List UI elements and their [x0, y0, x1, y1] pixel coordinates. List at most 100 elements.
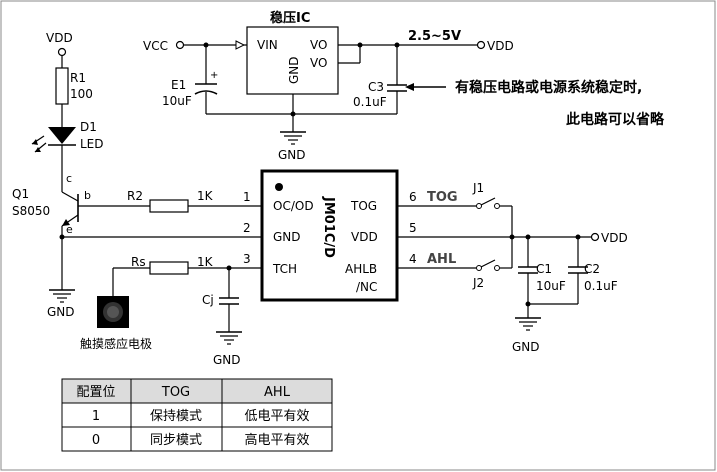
table-row1-tog: 保持模式	[150, 409, 202, 424]
j1-label: J1	[472, 181, 484, 195]
chip-part: JM01C/D	[321, 196, 336, 258]
q1-pin-c: c	[66, 172, 72, 185]
note-line2: 此电路可以省略	[566, 111, 665, 128]
r1-name: R1	[70, 71, 86, 85]
q1-pin-e: e	[66, 223, 73, 236]
j2-contact-b	[494, 265, 500, 271]
pin-num-4: 4	[409, 252, 417, 266]
c1-value: 10uF	[536, 279, 566, 293]
r2-value: 1K	[197, 189, 214, 203]
gnd-right-label: GND	[512, 340, 540, 354]
chip-pin-vdd: VDD	[351, 230, 378, 244]
j1-contact-b	[494, 203, 500, 209]
regulator-title: 稳压IC	[270, 10, 310, 26]
chip-pin-tch: TCH	[272, 262, 297, 276]
r2-name: R2	[127, 189, 143, 203]
table-row2-bit: 0	[92, 433, 100, 448]
chip-pin-nc: /NC	[356, 280, 377, 294]
table-row1-ahl: 低电平有效	[244, 409, 309, 424]
chip-pin-tog: TOG	[350, 199, 377, 213]
q1-emitter-arrow	[62, 219, 70, 226]
regulator-gnd: GND	[287, 56, 301, 84]
gnd-q1-label: GND	[47, 305, 75, 319]
chip-pin-ahlb: AHLB	[345, 262, 377, 276]
jm01-chip	[260, 169, 399, 302]
junction-c-gnd	[525, 301, 531, 307]
vdd-top-terminal	[57, 47, 67, 57]
table-header-ahl: AHL	[264, 385, 291, 400]
vin-arrow	[235, 40, 246, 50]
voltage-range: 2.5~5V	[408, 29, 461, 44]
c3-name: C3	[368, 80, 384, 94]
j2-contact-a	[476, 265, 482, 271]
e1-plus: +	[210, 70, 218, 81]
pad-label: 触摸感应电极	[80, 336, 152, 351]
regulator-vo1: VO	[310, 38, 327, 52]
vcc-terminal	[175, 40, 185, 50]
j1-contact-a	[476, 203, 482, 209]
rs-name: Rs	[131, 255, 146, 269]
r2-resistor	[149, 199, 189, 213]
vdd-out-terminal	[476, 40, 486, 50]
j2-label: J2	[472, 276, 484, 290]
pin-num-1: 1	[243, 190, 251, 204]
e1-value: 10uF	[162, 94, 192, 108]
c2-name: C2	[584, 262, 600, 276]
d1-name: D1	[80, 120, 97, 134]
d1-value: LED	[80, 137, 104, 151]
chip-pin-gnd: GND	[273, 230, 301, 244]
rs-value: 1K	[197, 255, 214, 269]
c1-name: C1	[536, 262, 552, 276]
gnd-cj-label: GND	[213, 353, 241, 367]
touch-pad-center	[107, 306, 119, 318]
q1-pin-b: b	[84, 189, 91, 202]
regulator-vo2: VO	[310, 56, 327, 70]
ahl-label: AHL	[427, 252, 456, 267]
q1-value: S8050	[12, 204, 50, 218]
junction-jumpers	[509, 234, 515, 240]
r1-resistor	[55, 67, 69, 105]
vdd-out-label: VDD	[487, 39, 514, 53]
vdd-right-terminal	[590, 232, 600, 242]
j1-lever	[480, 197, 496, 206]
pin-num-6: 6	[409, 190, 417, 204]
c2-value: 0.1uF	[584, 279, 618, 293]
note-arrow-head	[405, 83, 414, 91]
table-header-tog: TOG	[161, 385, 190, 400]
ground-symbol-right	[515, 317, 541, 331]
led-triangle	[48, 127, 76, 144]
table-row2-tog: 同步模式	[150, 433, 202, 448]
pin-num-5: 5	[409, 221, 417, 235]
q1-collector-leg	[61, 191, 79, 202]
pin-num-2: 2	[243, 221, 251, 235]
reg-gnd-label: GND	[278, 148, 306, 162]
table-header-bit: 配置位	[76, 385, 115, 400]
note-line1: 有稳压电路或电源系统稳定时,	[455, 79, 642, 96]
regulator-vin: VIN	[257, 38, 278, 52]
junction-reg-gnd	[290, 111, 296, 117]
e1-plate-bottom	[194, 90, 218, 95]
vdd-right-label: VDD	[601, 231, 628, 245]
junction-vo	[357, 42, 363, 48]
pin-num-3: 3	[243, 252, 251, 266]
rs-resistor	[149, 261, 189, 275]
ground-symbol-q1	[49, 289, 75, 303]
c3-value: 0.1uF	[353, 95, 387, 109]
cj-name: Cj	[202, 293, 214, 307]
table-row1-bit: 1	[92, 409, 100, 424]
ground-symbol-cj	[216, 331, 242, 345]
q1-name: Q1	[12, 187, 29, 201]
config-table	[61, 378, 333, 452]
e1-name: E1	[171, 78, 186, 92]
chip-pin-ocod: OC/OD	[273, 199, 314, 213]
vdd-top-label: VDD	[46, 31, 73, 45]
tog-label: TOG	[427, 190, 458, 205]
r1-value: 100	[70, 87, 93, 101]
ground-symbol-reg	[280, 131, 306, 145]
led-light-arrows	[31, 135, 47, 153]
table-row2-ahl: 高电平有效	[244, 432, 309, 448]
chip-pin1-dot	[275, 183, 283, 191]
